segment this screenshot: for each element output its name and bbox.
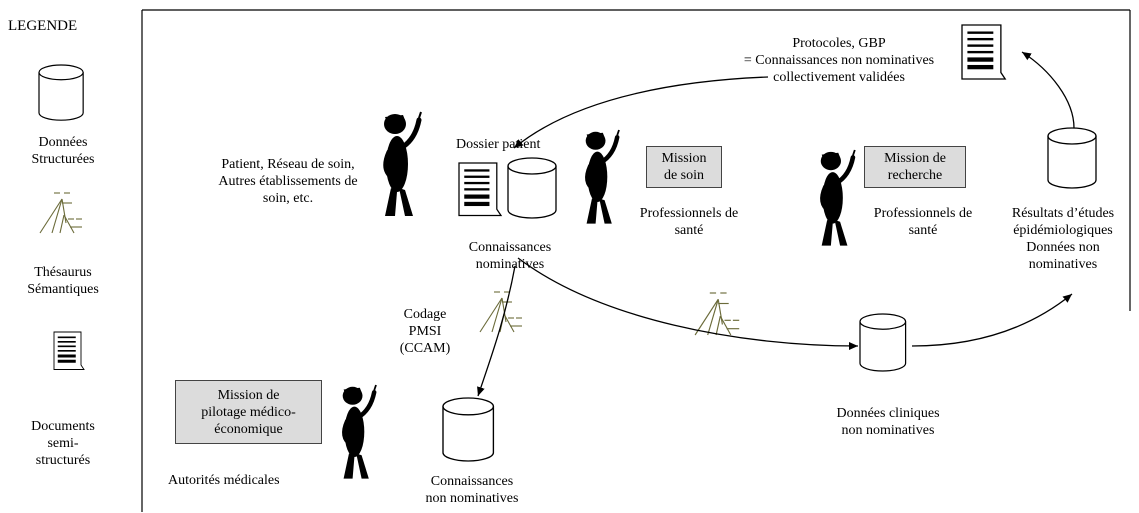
autorites-label: Autorités médicales bbox=[168, 473, 280, 488]
protocols-to-dossier-arrow bbox=[513, 76, 769, 149]
legend-document-icon bbox=[53, 331, 85, 370]
dossier-patient-document-icon bbox=[458, 162, 502, 217]
protocols-label: Protocoles, GBP= Connaissances non nomin… bbox=[743, 36, 935, 85]
autorites-person-icon bbox=[343, 385, 376, 479]
legend-title: LEGENDE bbox=[8, 18, 78, 34]
legend-database-icon bbox=[38, 64, 84, 121]
dossier-to-donnees-cliniques-arrow bbox=[517, 257, 859, 350]
protocols-document-icon bbox=[961, 24, 1006, 80]
soin-person-icon bbox=[586, 130, 619, 224]
dossier-patient-label: Dossier patient bbox=[456, 137, 541, 152]
clinical-thesaurus-icon bbox=[694, 292, 740, 336]
recherche-person-icon bbox=[821, 150, 855, 246]
donnees-cliniques-to-resultats-arrow bbox=[911, 293, 1073, 347]
patient-network-label: Patient, Réseau de soin,Autres établisse… bbox=[218, 157, 358, 206]
connaissances-non-nominatives-database-icon bbox=[442, 397, 495, 462]
dossier-to-non-nominatives-arrow bbox=[477, 265, 516, 397]
patient-person-icon bbox=[384, 112, 421, 216]
legend-thesaurus-icon bbox=[39, 192, 83, 234]
resultats-database-icon bbox=[1047, 127, 1097, 189]
dossier-patient-database-icon bbox=[507, 157, 557, 219]
resultats-to-protocols-arrow bbox=[1021, 51, 1075, 129]
donnees-cliniques-database-icon bbox=[859, 313, 907, 372]
